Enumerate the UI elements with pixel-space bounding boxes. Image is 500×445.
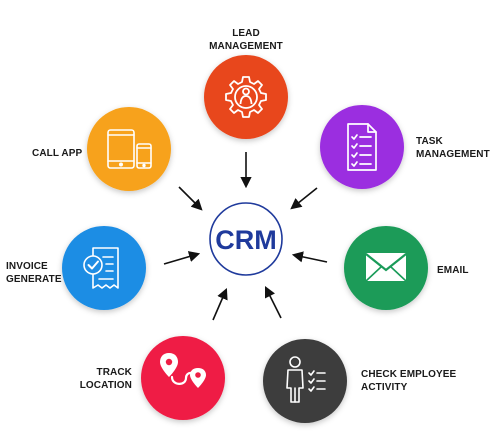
arrow-task [290,187,318,210]
arrows [163,152,328,321]
label-track-location: TRACK LOCATION [80,366,132,392]
tablet-phone-icon [107,129,152,169]
label-call-app: CALL APP [32,147,82,160]
node-email [344,226,428,310]
label-line: TASK [416,136,443,147]
label-line: MANAGEMENT [209,41,283,52]
node-call-app [87,107,171,191]
arrow-invoice [163,251,201,265]
label-line: LEAD [232,28,260,39]
label-task-management: TASK MANAGEMENT [416,135,490,161]
label-check-employee-activity: CHECK EMPLOYEE ACTIVITY [361,368,456,394]
crm-label: CRM [215,225,277,255]
label-line: LOCATION [79,380,132,391]
node-invoice-generate [62,226,146,310]
node-task-management [320,105,404,189]
label-line: EMAIL [437,265,469,276]
label-lead-management: LEAD MANAGEMENT [209,27,283,53]
arrow-email [291,251,328,263]
node-track-location [141,336,225,420]
label-line: INVOICE [6,261,48,272]
label-email: EMAIL [437,264,469,277]
label-line: MANAGEMENT [416,149,490,160]
crm-center: CRM [209,202,283,276]
arrow-activity [264,285,282,319]
node-lead-management [204,55,288,139]
checklist-document-icon [347,123,377,171]
label-line: TRACK [96,367,132,378]
label-line: GENERATE [6,274,62,285]
person-list-icon [286,356,326,403]
gear-person-icon [225,76,267,118]
arrow-track [212,287,228,321]
invoice-check-icon [83,247,119,289]
label-line: CALL APP [32,148,83,159]
route-pins-icon [160,353,206,388]
label-invoice-generate: INVOICE GENERATE [6,260,62,286]
label-line: ACTIVITY [361,382,408,393]
node-check-employee-activity [263,339,347,423]
label-line: CHECK EMPLOYEE [361,369,457,380]
arrow-callapp [178,186,203,211]
envelope-icon [365,253,407,282]
